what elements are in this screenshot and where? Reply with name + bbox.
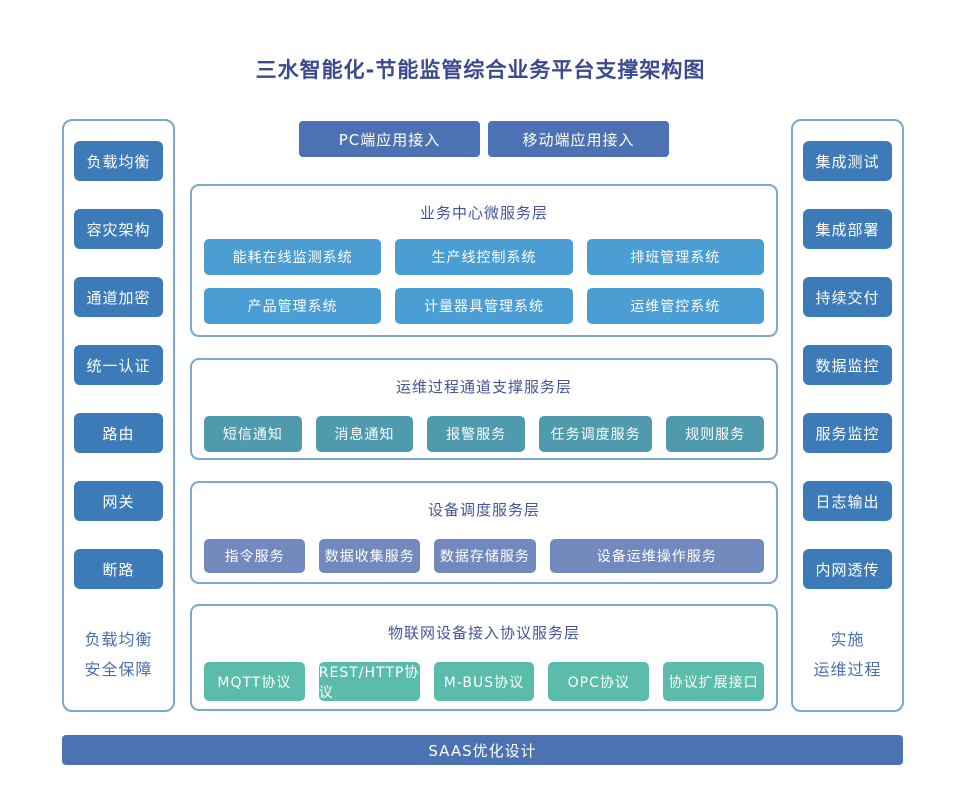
node-row: 指令服务 数据收集服务 数据存储服务 设备运维操作服务: [204, 539, 764, 573]
service-node-shift-management: 排班管理系统: [586, 239, 764, 275]
sidebar-item-integration-testing: 集成测试: [803, 141, 892, 181]
service-node-alarm-service: 报警服务: [427, 416, 526, 452]
service-node-device-ops-operation: 设备运维操作服务: [549, 539, 764, 573]
saas-optimization-bar: SAAS优化设计: [62, 735, 903, 765]
service-node-sms-notification: 短信通知: [204, 416, 302, 452]
service-node-message-notification: 消息通知: [315, 416, 414, 452]
right-panel-footer-line1: 实施: [830, 630, 865, 649]
service-node-task-scheduling: 任务调度服务: [539, 416, 653, 452]
layer-business-microservices: 业务中心微服务层 能耗在线监测系统 生产线控制系统 排班管理系统 产品管理系统 …: [190, 184, 778, 337]
sidebar-item-integration-deployment: 集成部署: [803, 209, 892, 249]
left-panel-footer-line1: 负载均衡: [84, 630, 153, 649]
service-node-metering-device-management: 计量器具管理系统: [395, 288, 573, 324]
layer-iot-protocol-access: 物联网设备接入协议服务层 MQTT协议 REST/HTTP协议 M-BUS协议 …: [190, 604, 778, 711]
sidebar-item-unified-auth: 统一认证: [74, 345, 163, 385]
sidebar-item-routing: 路由: [74, 413, 163, 453]
sidebar-item-disaster-recovery: 容灾架构: [74, 209, 163, 249]
service-node-mqtt-protocol: MQTT协议: [204, 662, 305, 701]
mobile-access-node: 移动端应用接入: [488, 121, 669, 157]
layer-device-scheduling: 设备调度服务层 指令服务 数据收集服务 数据存储服务 设备运维操作服务: [190, 481, 778, 584]
sidebar-item-log-output: 日志输出: [803, 481, 892, 521]
center-column: PC端应用接入 移动端应用接入 业务中心微服务层 能耗在线监测系统 生产线控制系…: [190, 121, 778, 711]
layer-title: 业务中心微服务层: [419, 204, 548, 222]
node-row: 产品管理系统 计量器具管理系统 运维管控系统: [204, 288, 764, 324]
service-node-energy-monitoring: 能耗在线监测系统: [204, 239, 382, 275]
left-panel-load-balancing-security: 负载均衡 容灾架构 通道加密 统一认证 路由 网关 断路 负载均衡 安全保障: [62, 119, 175, 712]
page-title: 三水智能化-节能监管综合业务平台支撑架构图: [255, 58, 706, 82]
service-node-rule-service: 规则服务: [666, 416, 764, 452]
application-access-row: PC端应用接入 移动端应用接入: [190, 121, 778, 157]
sidebar-item-load-balancing: 负载均衡: [74, 141, 163, 181]
right-panel-footer-label: 实施 运维过程: [813, 625, 881, 685]
sidebar-item-data-monitoring: 数据监控: [803, 345, 892, 385]
sidebar-item-intranet-passthrough: 内网透传: [803, 549, 892, 589]
left-panel-footer-line2: 安全保障: [84, 660, 153, 679]
node-row: 能耗在线监测系统 生产线控制系统 排班管理系统: [204, 239, 764, 275]
service-node-data-collection: 数据收集服务: [319, 539, 421, 573]
node-row: 短信通知 消息通知 报警服务 任务调度服务 规则服务: [204, 416, 764, 452]
sidebar-item-channel-encryption: 通道加密: [74, 277, 163, 317]
layer-title: 设备调度服务层: [427, 501, 540, 519]
layer-ops-channel-support: 运维过程通道支撑服务层 短信通知 消息通知 报警服务 任务调度服务 规则服务: [190, 358, 778, 460]
service-node-data-storage: 数据存储服务: [434, 539, 536, 573]
service-node-mbus-protocol: M-BUS协议: [433, 662, 535, 701]
service-node-command-service: 指令服务: [204, 539, 306, 573]
service-node-rest-http-protocol: REST/HTTP协议: [318, 662, 420, 701]
service-node-protocol-extension: 协议扩展接口: [663, 662, 764, 701]
pc-access-node: PC端应用接入: [299, 121, 480, 157]
service-node-ops-control: 运维管控系统: [586, 288, 764, 324]
layer-title: 运维过程通道支撑服务层: [395, 378, 572, 396]
service-node-product-management: 产品管理系统: [204, 288, 382, 324]
sidebar-item-gateway: 网关: [74, 481, 163, 521]
layer-title: 物联网设备接入协议服务层: [387, 624, 580, 642]
sidebar-item-circuit-break: 断路: [74, 549, 163, 589]
node-row: MQTT协议 REST/HTTP协议 M-BUS协议 OPC协议 协议扩展接口: [204, 662, 764, 701]
service-node-production-line-control: 生产线控制系统: [395, 239, 573, 275]
right-panel-implementation-ops: 集成测试 集成部署 持续交付 数据监控 服务监控 日志输出 内网透传 实施 运维…: [791, 119, 904, 712]
service-node-opc-protocol: OPC协议: [548, 662, 650, 701]
sidebar-item-service-monitoring: 服务监控: [803, 413, 892, 453]
sidebar-item-continuous-delivery: 持续交付: [803, 277, 892, 317]
left-panel-footer-label: 负载均衡 安全保障: [84, 625, 152, 685]
right-panel-footer-line2: 运维过程: [813, 660, 882, 679]
